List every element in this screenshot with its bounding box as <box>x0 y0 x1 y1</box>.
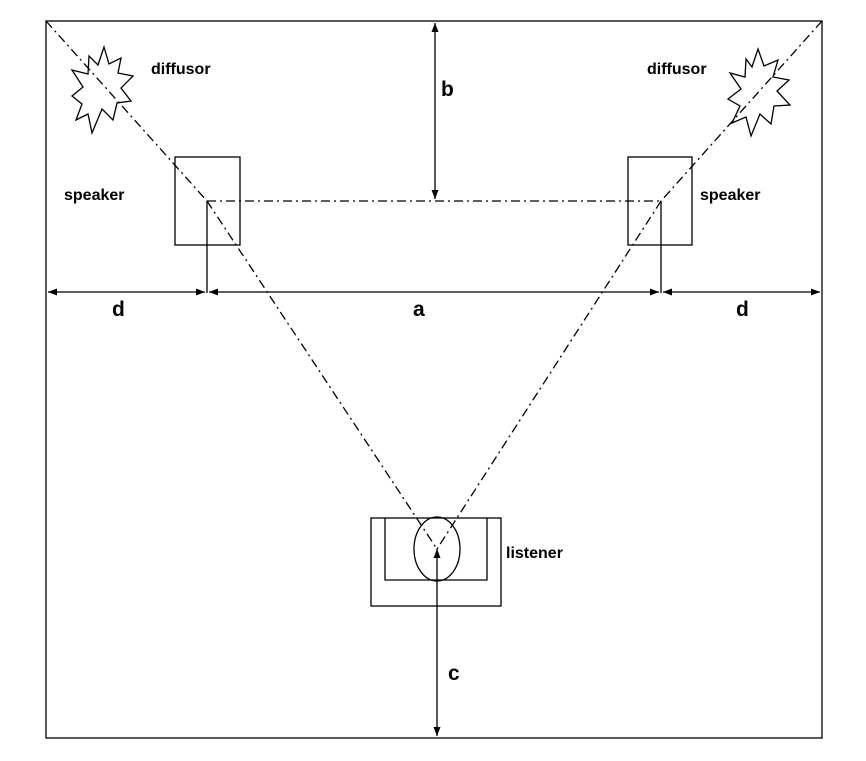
diffusor-left-label: diffusor <box>151 61 211 78</box>
diffusor-right-label: diffusor <box>647 61 707 78</box>
diffusor-left-shape <box>70 44 135 136</box>
dimension-c-label: c <box>448 662 460 685</box>
dimension-b-label: b <box>441 78 454 101</box>
room-outline <box>45 20 823 739</box>
ray-speaker-left-to-listener <box>206 200 438 550</box>
speaker-left-label: speaker <box>64 187 125 204</box>
diffusor-right-shape <box>726 46 792 139</box>
speaker-right-label: speaker <box>700 187 761 204</box>
speaker-right-box <box>627 156 693 246</box>
ray-speaker-right-to-listener <box>436 200 662 550</box>
ray-corner-right <box>660 20 823 202</box>
ray-corner-left <box>45 20 208 202</box>
dimension-d-left-label: d <box>112 298 125 321</box>
dimension-a-label: a <box>413 298 425 321</box>
listener-seat-inner <box>384 518 488 581</box>
dimension-d-right-label: d <box>736 298 749 321</box>
listener-label: listener <box>506 545 563 562</box>
listener-seat-outer <box>370 517 502 607</box>
